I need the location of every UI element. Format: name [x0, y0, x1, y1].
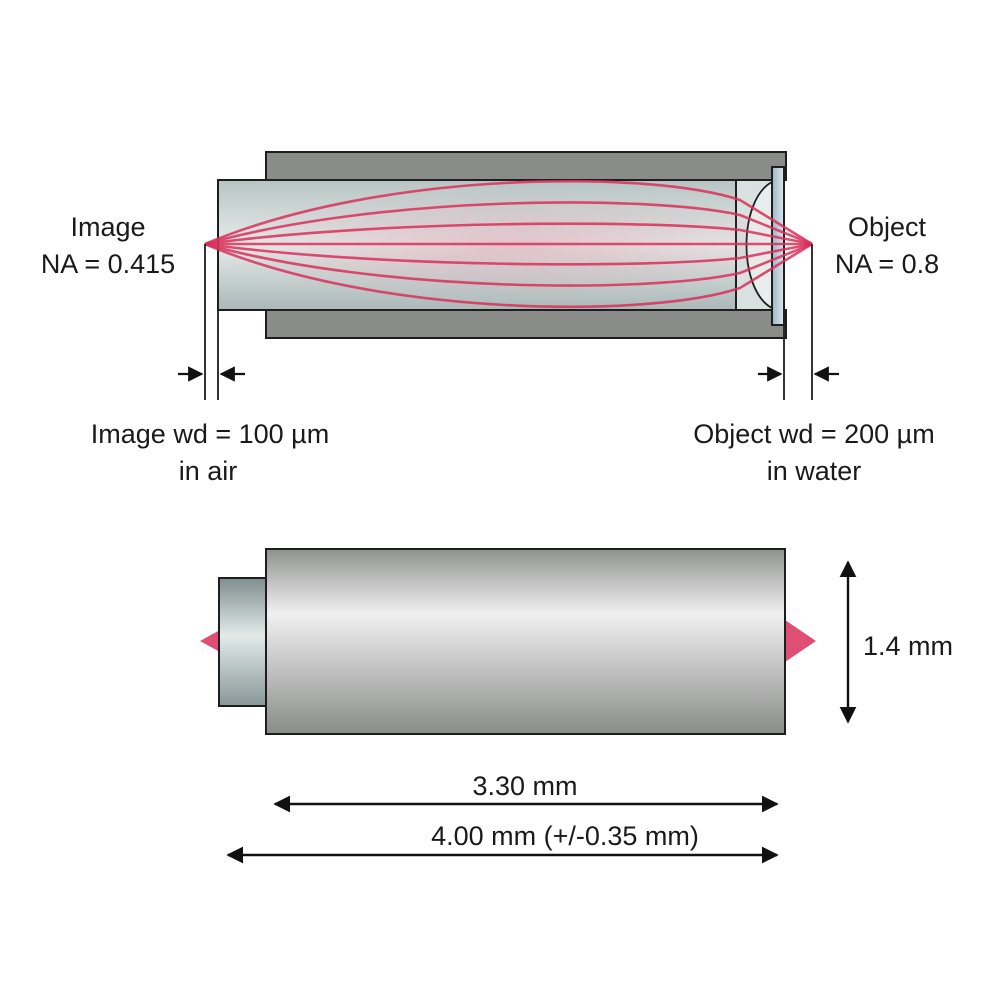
light-ray: [204, 242, 813, 287]
light-ray: [204, 201, 813, 246]
side-view-lens-assembly: 1.4 mm 3.30 mm 4.00 mm (+/-0.35 mm): [200, 548, 953, 864]
diameter-label: 1.4 mm: [863, 631, 953, 661]
light-ray: [204, 222, 813, 246]
housing-bottom-wall: [265, 309, 787, 339]
image-label: Image: [70, 212, 145, 242]
housing-top-wall: [265, 151, 787, 181]
top-view-lens-assembly: Image NA = 0.415 Object NA = 0.8 Image w…: [41, 151, 939, 486]
object-label: Object: [848, 212, 927, 242]
object-wd-medium: in water: [767, 456, 862, 486]
image-beam-tip: [200, 630, 220, 652]
body-length-label: 3.30 mm: [472, 771, 577, 801]
image-na-label: NA = 0.415: [41, 249, 175, 279]
lens-stub: [218, 577, 268, 707]
ray-bundle: [204, 179, 813, 309]
light-ray: [204, 242, 813, 309]
total-length-label: 4.00 mm (+/-0.35 mm): [431, 821, 699, 851]
image-wd-label: Image wd = 100 µm: [91, 419, 329, 449]
wd-reference-lines: [204, 244, 813, 400]
object-na-label: NA = 0.8: [835, 249, 939, 279]
image-wd-medium: in air: [179, 456, 238, 486]
light-ray: [204, 179, 813, 246]
object-wd-label: Object wd = 200 µm: [693, 419, 934, 449]
light-ray: [204, 242, 813, 266]
housing-body: [265, 548, 786, 735]
object-beam-tip: [785, 620, 816, 662]
